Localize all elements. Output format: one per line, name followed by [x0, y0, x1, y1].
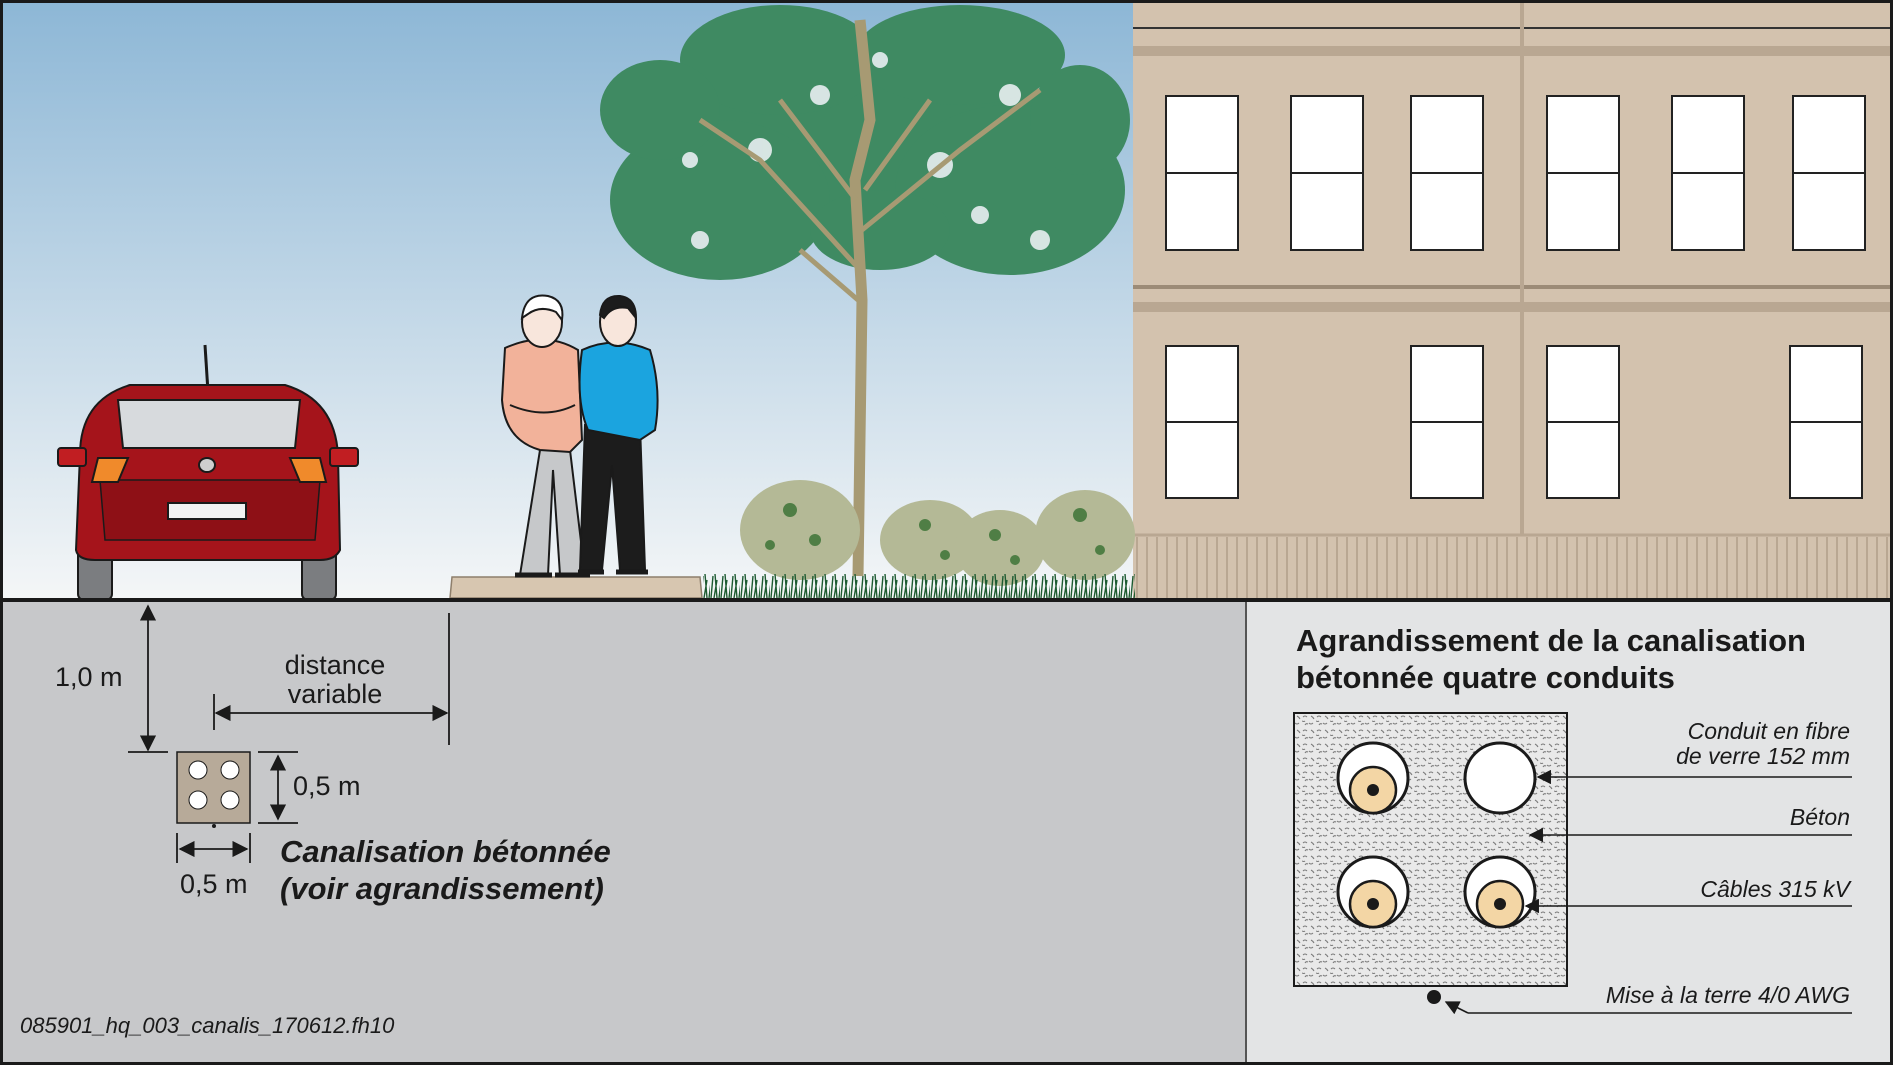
conduit-top-left: [1336, 741, 1410, 815]
conduit-top-right: [1463, 741, 1537, 815]
duct-bank-small: [176, 751, 251, 828]
label-concrete: Béton: [1790, 804, 1850, 830]
car: [57, 344, 359, 601]
file-reference: 085901_hq_003_canalis_170612.fh10: [20, 1013, 395, 1038]
distance-label-line2: variable: [288, 679, 383, 709]
building-windows: [1165, 95, 1866, 499]
ground-wire: [1427, 990, 1441, 1004]
duct-bank-enlarged: [1293, 712, 1568, 1004]
conduit-bottom-left: [1336, 855, 1410, 929]
conduit-bottom-right: [1463, 855, 1537, 929]
depth-label: 1,0 m: [55, 662, 123, 692]
tree: [600, 5, 1130, 577]
width-label: 0,5 m: [180, 869, 248, 899]
dimension-lines: [128, 604, 450, 863]
ground-section: [2, 602, 1246, 1063]
height-label: 0,5 m: [293, 771, 361, 801]
sidewalk-slab: [449, 576, 703, 599]
callout-leaders: [1444, 769, 1852, 1015]
building: [1133, 2, 1891, 598]
pedestrians: [500, 294, 659, 578]
caption-line1: Canalisation bétonnée: [280, 834, 611, 869]
inset-title-line1: Agrandissement de la canalisation: [1296, 623, 1806, 658]
label-conduit-line1: Conduit en fibre: [1688, 718, 1850, 744]
label-ground: Mise à la terre 4/0 AWG: [1606, 982, 1850, 1008]
caption-line2: (voir agrandissement): [280, 871, 604, 906]
grass: [703, 572, 1135, 598]
label-conduit-line2: de verre 152 mm: [1676, 743, 1850, 769]
inset-title-line2: bétonnée quatre conduits: [1296, 660, 1675, 695]
shrubs: [740, 480, 1135, 586]
distance-label-line1: distance: [285, 650, 386, 680]
label-cables: Câbles 315 kV: [1700, 876, 1852, 902]
